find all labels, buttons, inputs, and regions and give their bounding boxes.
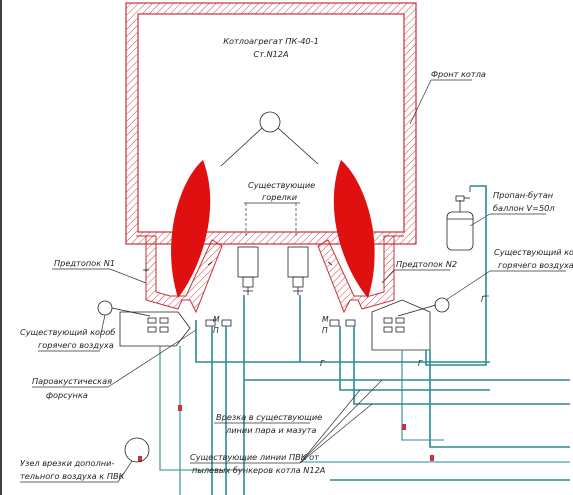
center-port-circle xyxy=(259,111,281,133)
hot-air-duct-right xyxy=(371,297,450,351)
pipe-network xyxy=(159,295,570,495)
steam-mark-right: П xyxy=(322,326,328,335)
tie-in-label-2: линии пара и мазута xyxy=(225,425,316,435)
nozzle-label-2: форсунка xyxy=(46,390,88,400)
node-label-1: Узел врезки дополни- xyxy=(20,458,114,468)
propane-gas-line xyxy=(425,185,487,366)
duct-left-label-2: горячего воздуха xyxy=(38,340,114,350)
duct-right-label-1: Существующий короб xyxy=(494,247,573,257)
node-label-2: тельного воздуха к ПВК xyxy=(20,471,126,481)
duct-left-label-1: Существующий короб xyxy=(20,327,115,337)
prefurnace-1-label: Предтопок N1 xyxy=(54,258,115,268)
fuel-mark-right: М xyxy=(322,315,329,324)
prefurnace-2-label: Предтопок N2 xyxy=(396,259,457,269)
gas-mark-right: Г xyxy=(481,295,486,304)
propane-label-1: Пропан-бутан xyxy=(493,190,554,200)
existing-burner-right xyxy=(287,246,309,295)
duct-right-label-2: горячего воздуха xyxy=(498,260,573,270)
pvk-label-2: пылевых бункеров котла N12А xyxy=(192,465,326,475)
v-line-right xyxy=(277,127,319,165)
burners-label-2: горелки xyxy=(262,192,298,202)
pvk-label-1: Существующие линии ПВК от xyxy=(190,452,319,462)
gas-mark-2: Г xyxy=(418,359,423,368)
boiler-casing xyxy=(125,2,417,245)
v-line-left xyxy=(220,127,263,167)
nozzle-label-1: Пароакустическая xyxy=(32,376,112,386)
existing-burner-left xyxy=(237,246,259,295)
boiler-title-2: Ст.N12А xyxy=(253,49,289,59)
duct-right-circle xyxy=(434,297,450,313)
front-label: Фронт котла xyxy=(431,69,486,79)
valves-right: М П xyxy=(322,315,405,335)
flame-left xyxy=(171,160,211,298)
propane-label-2: баллон V=50л xyxy=(493,203,555,213)
valves-left: М П xyxy=(147,315,232,335)
front-leader xyxy=(409,79,432,125)
prefurnace-left xyxy=(136,235,223,314)
tie-in-label-1: Врезка в существующие xyxy=(216,412,322,422)
prefurnace-right xyxy=(317,235,404,314)
pipe-valve-marks xyxy=(138,405,434,462)
boiler-title-1: Котлоагрегат ПК-40-1 xyxy=(223,36,319,46)
burners-label-1: Существующие xyxy=(248,180,315,190)
propane-cylinder xyxy=(446,186,474,251)
fuel-mark-left: М xyxy=(213,315,220,324)
tie-in-node-circle xyxy=(124,437,150,463)
steam-mark-left: П xyxy=(213,326,219,335)
duct-left-circle xyxy=(97,300,113,316)
gas-mark-1: Г xyxy=(320,359,325,368)
flame-right xyxy=(333,160,375,298)
